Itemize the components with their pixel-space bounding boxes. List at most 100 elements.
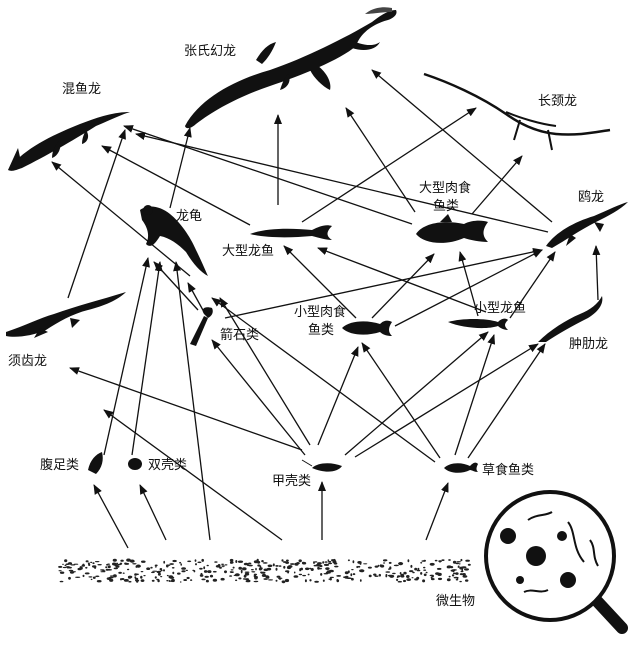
plankton-speck [425, 571, 428, 574]
label-bivalves: 双壳类 [148, 458, 187, 473]
plankton-speck [205, 579, 209, 583]
crustacean-illustration [301, 459, 342, 472]
plankton-speck [368, 574, 372, 578]
plankton-speck [203, 570, 208, 573]
plankton-speck [65, 563, 70, 565]
plankton-speck [238, 577, 242, 580]
plankton-speck [423, 573, 427, 577]
plankton-speck [351, 569, 354, 571]
plankton-speck [283, 565, 286, 569]
plankton-speck [109, 578, 114, 582]
plankton-speck [396, 576, 399, 578]
plankton-speck [403, 579, 406, 583]
plankton-speck [68, 566, 72, 569]
plankton-speck [113, 574, 117, 578]
plankton-speck [373, 573, 377, 576]
plankton-speck [180, 563, 182, 566]
large-dragonfish-illustration [250, 225, 332, 240]
plankton-speck [229, 561, 233, 564]
plankton-speck [88, 576, 93, 578]
plankton-speck [195, 563, 197, 566]
plankton-speck [343, 576, 348, 579]
plankton-speck [352, 573, 356, 576]
plankton-speck [336, 575, 342, 577]
plankton-speck [112, 558, 117, 562]
large-carnivorous-fish-illustration [416, 214, 488, 243]
plankton-speck [286, 565, 292, 570]
plankton-speck [251, 571, 256, 573]
plankton-speck [352, 560, 355, 564]
plankton-speck [106, 563, 109, 566]
plankton-speck [92, 565, 97, 568]
plankton-speck [377, 564, 380, 567]
label-zhongleilong: 肿肋龙 [569, 337, 608, 352]
plankton-speck [461, 566, 467, 569]
plankton-speck [416, 569, 421, 572]
plankton-speck [278, 577, 282, 580]
plankton-speck [359, 579, 362, 582]
plankton-speck [467, 563, 471, 566]
plankton-speck [298, 573, 303, 576]
plankton-speck [212, 570, 217, 573]
plankton-speck [68, 569, 74, 572]
plankton-speck [187, 560, 192, 563]
plankton-speck [437, 572, 442, 577]
plankton-speck [393, 564, 399, 567]
plankton-speck [314, 580, 319, 583]
plankton-speck [346, 577, 352, 579]
plankton-speck [313, 562, 315, 564]
label-large-carnivorous-fish-line1: 大型肉食 [419, 180, 471, 196]
plankton-speck [451, 574, 455, 577]
plankton-speck [143, 575, 146, 577]
plankton-speck [457, 566, 460, 568]
plankton-speck [66, 566, 70, 569]
plankton-speck [314, 561, 318, 563]
plankton-speck [325, 567, 330, 570]
plankton-speck [229, 558, 234, 562]
plankton-speck [126, 568, 130, 571]
plankton-speck [431, 578, 435, 581]
plankton-speck [450, 569, 455, 572]
plankton-speck [59, 580, 64, 583]
plankton-speck [209, 574, 214, 578]
plankton-speck [385, 575, 388, 578]
plankton-speck [255, 576, 258, 579]
plankton-speck [387, 574, 392, 577]
plankton-speck [105, 566, 108, 569]
plankton-speck [135, 579, 140, 582]
plankton-speck [68, 576, 71, 580]
plankton-speck [255, 567, 257, 571]
plankton-speck [243, 562, 249, 566]
plankton-speck [357, 561, 362, 564]
plankton-speck [275, 565, 279, 567]
zhongleilong-illustration [538, 296, 603, 342]
plankton-speck [105, 568, 110, 571]
plankton-speck [58, 570, 62, 572]
plankton-speck [407, 559, 410, 563]
plankton-speck [113, 567, 119, 570]
label-large-carnivorous-fish-line2: 鱼类 [433, 198, 459, 214]
plankton-speck [388, 561, 392, 564]
plankton-speck [398, 562, 404, 566]
plankton-speck [259, 567, 263, 570]
plankton-speck [126, 558, 131, 562]
plankton-speck [429, 562, 435, 566]
plankton-speck [199, 567, 203, 570]
plankton-speck [166, 564, 169, 568]
plankton-speck [334, 565, 339, 568]
plankton-speck [124, 562, 130, 565]
plankton-speck [215, 565, 221, 568]
plankton-speck [122, 572, 125, 574]
plankton-speck [317, 564, 322, 566]
plankton-speck [171, 567, 175, 569]
plankton-speck [275, 579, 278, 582]
plankton-speck [238, 566, 242, 570]
plankton-speck [117, 563, 121, 566]
plankton-speck [276, 575, 281, 578]
plankton-speck [112, 562, 117, 566]
plankton-speck [246, 579, 251, 582]
plankton-speck [257, 564, 261, 567]
plankton-speck [244, 572, 250, 576]
plankton-speck [166, 574, 169, 577]
